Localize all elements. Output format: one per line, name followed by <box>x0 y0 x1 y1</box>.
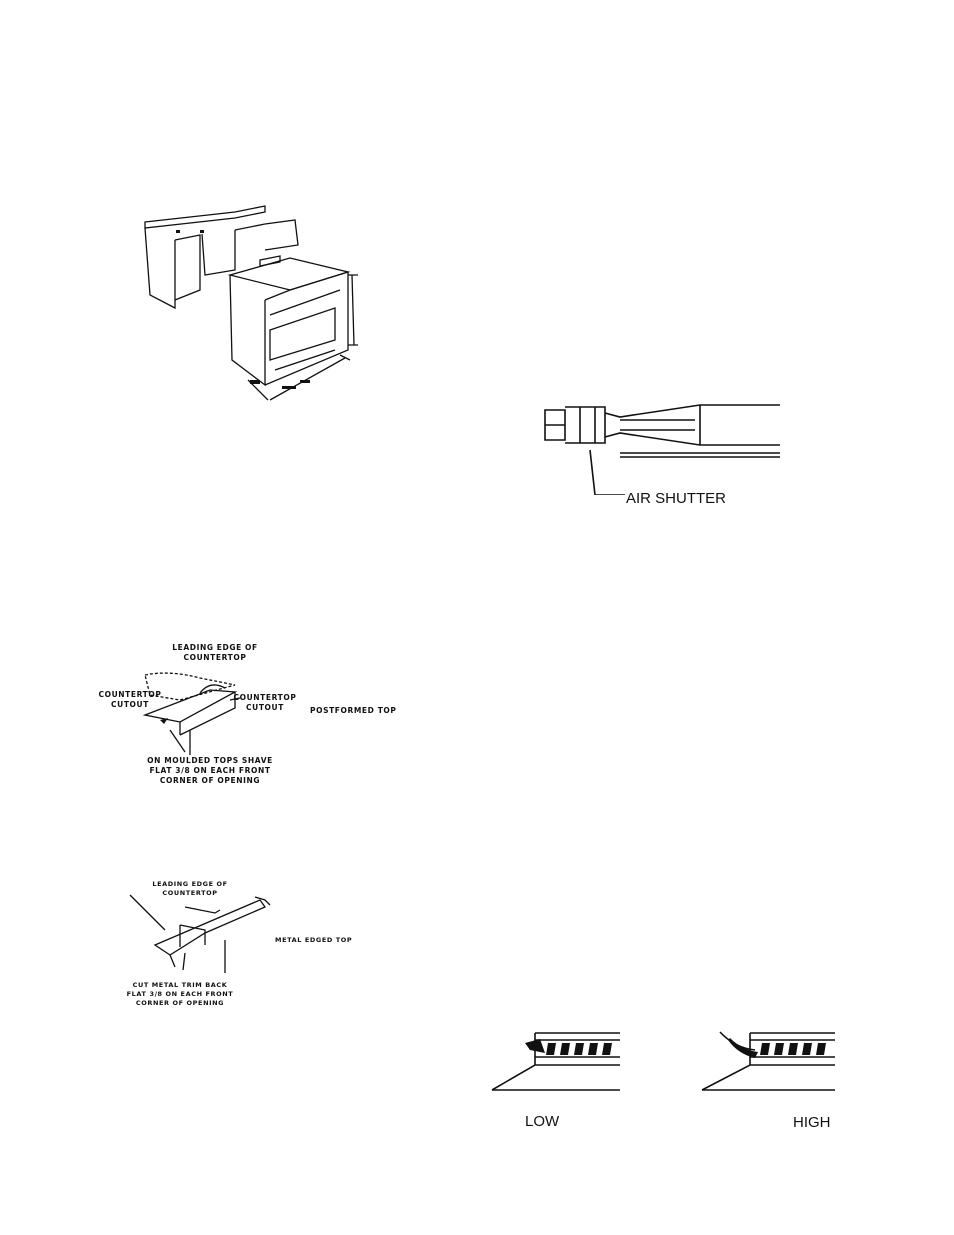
postformed-cutout-right-line1: COUNTERTOP <box>215 693 315 703</box>
air-shutter-drawing <box>540 395 790 495</box>
flame-high-drawing <box>700 1020 840 1095</box>
postformed-cutout-left-line1: COUNTERTOP <box>80 690 180 700</box>
air-shutter-label: AIR SHUTTER <box>626 490 726 507</box>
postformed-note-line2: FLAT 3/8 ON EACH FRONT <box>140 766 280 776</box>
flame-low-label: LOW <box>525 1113 559 1130</box>
flame-low-figure <box>490 1025 625 1095</box>
metal-edged-leading-edge-line2: COUNTERTOP <box>140 889 240 897</box>
postformed-cutout-left-line2: CUTOUT <box>80 700 180 710</box>
postformed-top-title: POSTFORMED TOP <box>310 706 420 716</box>
flame-low-drawing <box>490 1025 625 1095</box>
postformed-leading-edge-line1: LEADING EDGE OF <box>155 643 275 653</box>
air-shutter-figure <box>540 395 790 495</box>
metal-edged-note-line1: CUT METAL TRIM BACK <box>125 981 235 989</box>
metal-edged-top-drawing <box>125 885 275 980</box>
metal-edged-note-line3: CORNER OF OPENING <box>125 999 235 1007</box>
flame-high-label: HIGH <box>793 1114 831 1131</box>
metal-edged-leading-edge-line1: LEADING EDGE OF <box>140 880 240 888</box>
postformed-note-line3: CORNER OF OPENING <box>140 776 280 786</box>
metal-edged-note-line2: FLAT 3/8 ON EACH FRONT <box>125 990 235 998</box>
range-installation-drawing <box>140 200 365 410</box>
metal-edged-top-figure <box>125 885 275 980</box>
range-installation-figure <box>140 200 365 410</box>
postformed-cutout-right-line2: CUTOUT <box>215 703 315 713</box>
postformed-note-line1: ON MOULDED TOPS SHAVE <box>140 756 280 766</box>
flame-high-figure <box>700 1020 840 1095</box>
postformed-leading-edge-line2: COUNTERTOP <box>155 653 275 663</box>
metal-edged-top-title: METAL EDGED TOP <box>275 935 385 945</box>
